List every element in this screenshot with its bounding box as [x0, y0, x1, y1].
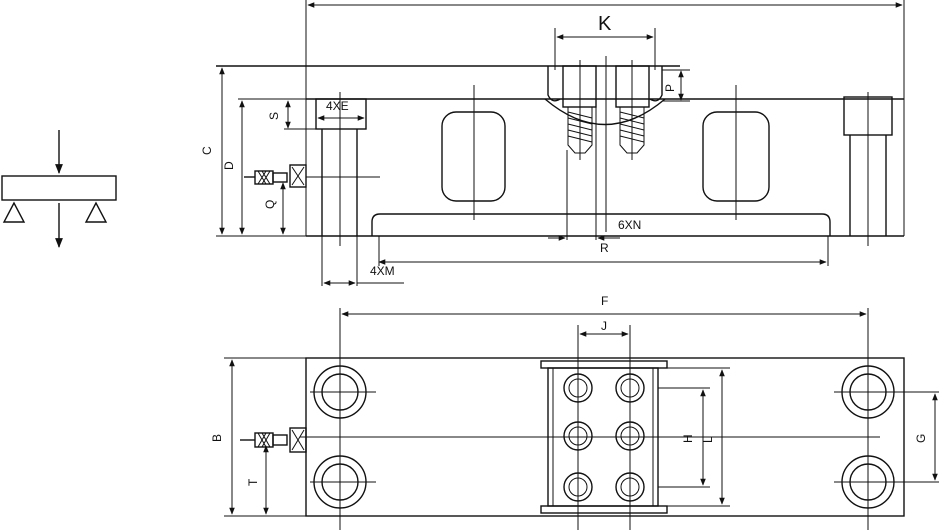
m-label: 4XM — [370, 264, 395, 278]
l-label: L — [701, 436, 715, 443]
c-label: C — [200, 146, 214, 155]
e-label: 4XE — [326, 99, 349, 113]
left-support-icon — [2, 201, 26, 223]
center-arc — [544, 98, 666, 126]
d-label: D — [222, 161, 236, 170]
center-holes — [563, 373, 645, 502]
j-label: J — [601, 319, 607, 333]
cable-gland-front — [244, 164, 307, 188]
bottom-recess — [371, 213, 831, 236]
center-hole — [563, 472, 593, 502]
k-label: K — [598, 13, 612, 35]
raised-left-notch — [547, 66, 561, 102]
n-label: 6XN — [618, 218, 641, 232]
f-label: F — [601, 294, 608, 308]
q-label: Q — [263, 200, 277, 209]
center-block-bottom-flange — [540, 505, 668, 514]
p-label: P — [663, 84, 677, 92]
right-support-icon — [84, 201, 108, 223]
center-hole — [615, 421, 645, 451]
schematic-beam — [1, 175, 117, 201]
r-label: R — [600, 241, 609, 255]
center-hole — [563, 421, 593, 451]
center-hole — [615, 472, 645, 502]
center-hole — [615, 373, 645, 403]
t-label: T — [246, 478, 260, 486]
raised-right-notch — [649, 66, 663, 102]
cable-gland-top — [240, 427, 307, 453]
load-schematic — [1, 130, 117, 248]
h-label: H — [681, 434, 695, 443]
front-view: K P — [200, 0, 905, 286]
center-block-top-flange — [540, 360, 668, 369]
left-counterbore — [315, 98, 367, 130]
g-label: G — [914, 434, 928, 443]
s-label: S — [267, 112, 281, 120]
top-view: F B J — [210, 294, 939, 530]
b-label: B — [210, 434, 224, 442]
center-hole — [563, 373, 593, 403]
